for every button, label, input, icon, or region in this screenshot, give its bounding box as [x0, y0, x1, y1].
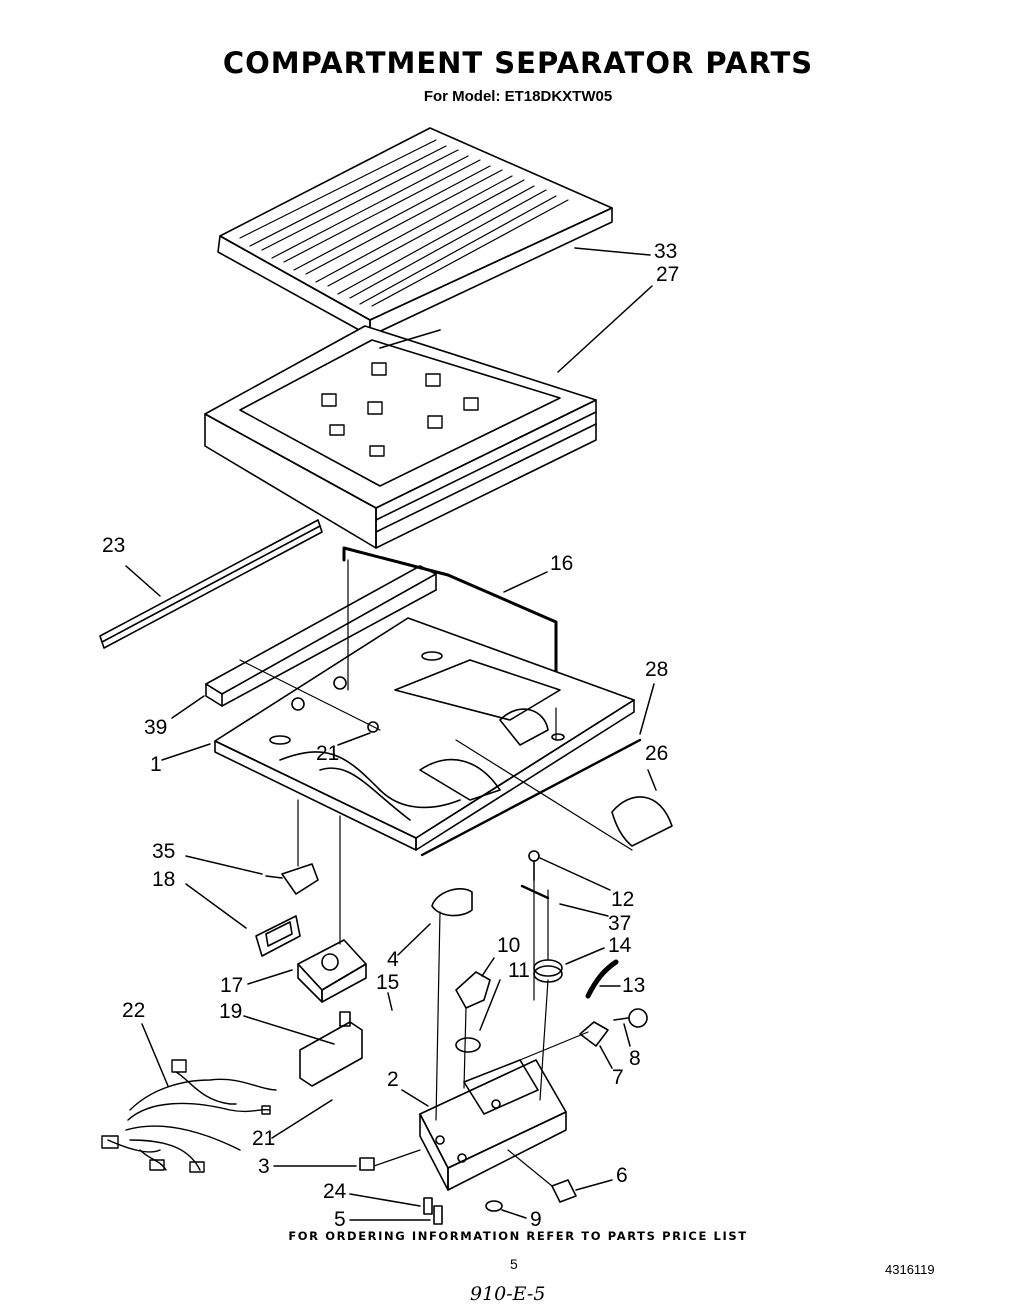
part-14-grommet	[533, 959, 563, 983]
part-4-bracket	[431, 888, 473, 917]
callout-12: 12	[611, 888, 634, 911]
part-5-screw	[433, 1205, 443, 1225]
part-7-socket	[579, 1021, 609, 1047]
callout-4: 4	[387, 948, 399, 971]
part-13-tube	[585, 959, 619, 999]
callout-27: 27	[656, 263, 679, 286]
callout-33: 33	[654, 240, 677, 263]
part-11-grommet	[455, 1037, 481, 1053]
callout-2: 2	[387, 1068, 399, 1091]
part-12-screw	[528, 850, 540, 881]
model-subtitle: For Model: ET18DKXTW05	[423, 88, 613, 105]
callout-17: 17	[220, 974, 243, 997]
part-37-clip	[520, 884, 550, 900]
ordering-note: FOR ORDERING INFORMATION REFER TO PARTS …	[288, 1229, 748, 1243]
part-10-switch	[455, 971, 491, 1009]
callout-10: 10	[497, 934, 520, 957]
handwritten-note: 910-E-5	[470, 1283, 546, 1305]
callout-7: 7	[612, 1066, 624, 1089]
part-17-control-housing	[297, 939, 367, 1003]
part-33-shelf	[217, 127, 613, 337]
part-1-separator-panel	[214, 617, 642, 857]
part-27-frame	[204, 325, 597, 549]
part-35-clip	[265, 863, 319, 895]
part-39-duct	[205, 565, 437, 707]
callout-16: 16	[550, 552, 573, 575]
part-22-wire-harness	[101, 1059, 277, 1173]
callout-18: 18	[152, 868, 175, 891]
callout-26: 26	[645, 742, 668, 765]
assembly-lines	[239, 559, 633, 1187]
callout-21-upper: 21	[316, 742, 339, 765]
callout-15: 15	[376, 971, 399, 994]
callout-9: 9	[530, 1208, 542, 1231]
part-23-strip	[99, 519, 323, 649]
callout-5: 5	[334, 1208, 346, 1231]
callout-3: 3	[258, 1155, 270, 1178]
callout-37: 37	[608, 912, 631, 935]
callout-1: 1	[150, 753, 162, 776]
callout-35: 35	[152, 840, 175, 863]
callout-39: 39	[144, 716, 167, 739]
callout-28: 28	[645, 658, 668, 681]
part-8-bulb	[613, 1008, 648, 1028]
callout-23: 23	[102, 534, 125, 557]
page-number: 5	[510, 1256, 518, 1272]
part-16-wire	[342, 546, 558, 710]
callout-22: 22	[122, 999, 145, 1022]
callout-19: 19	[219, 1000, 242, 1023]
part-19-cover	[299, 1011, 363, 1087]
diagram-title: COMPARTMENT SEPARATOR PARTS	[222, 46, 814, 80]
callout-13: 13	[622, 974, 645, 997]
part-3-clip	[359, 1157, 375, 1171]
part-18-gasket	[255, 915, 301, 957]
callout-14: 14	[608, 934, 632, 957]
part-9-nut	[485, 1200, 503, 1212]
callout-24: 24	[323, 1180, 347, 1203]
part-26-insulation	[611, 796, 673, 847]
callout-leaders	[125, 247, 657, 1221]
callout-8: 8	[629, 1047, 641, 1070]
callout-6: 6	[616, 1164, 628, 1187]
part-2-control-bracket	[419, 1059, 567, 1191]
document-number: 4316119	[885, 1262, 935, 1277]
part-24-screw	[423, 1197, 433, 1215]
part-6-plug	[551, 1179, 577, 1203]
callout-11: 11	[508, 959, 530, 982]
callout-21-lower: 21	[252, 1127, 275, 1150]
